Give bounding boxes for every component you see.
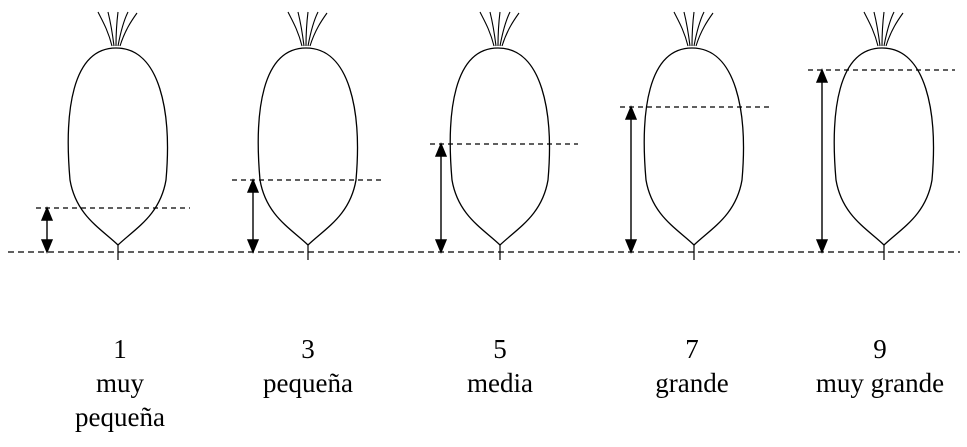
root-outline-icon: [643, 47, 745, 246]
double-arrow-icon: [434, 142, 448, 254]
description-label: grande: [655, 368, 729, 398]
double-arrow-icon: [40, 206, 54, 254]
description-label: pequeña: [263, 368, 353, 398]
root-3: [232, 11, 382, 260]
root-7: [620, 11, 772, 260]
label-root-1: 1 muy pequeña: [60, 332, 180, 434]
double-arrow-icon: [246, 178, 260, 254]
double-arrow-icon: [815, 68, 829, 254]
root-outline-icon: [833, 47, 935, 246]
description-label: muy grande: [815, 368, 945, 398]
leaf-tuft-icon: [673, 11, 714, 47]
label-root-9: 9 muy grande: [800, 332, 960, 400]
score-label: 5: [493, 334, 507, 364]
label-root-5: 5 media: [440, 332, 560, 400]
leaf-tuft-icon: [97, 11, 138, 47]
root-outline-icon: [449, 47, 551, 246]
double-arrow-icon: [624, 105, 638, 254]
root-1: [36, 11, 190, 260]
leaf-tuft-icon: [863, 11, 904, 47]
root-outline-icon: [67, 47, 169, 246]
label-root-3: 3 pequeña: [238, 332, 378, 400]
score-label: 1: [113, 334, 127, 364]
score-label: 3: [301, 334, 315, 364]
score-label: 7: [685, 334, 699, 364]
leaf-tuft-icon: [479, 11, 520, 47]
root-5: [430, 11, 578, 260]
description-label-line-1: muy: [95, 368, 144, 398]
label-root-7: 7 grande: [632, 332, 752, 400]
leaf-tuft-icon: [287, 11, 328, 47]
description-label-line-2: pequeña: [75, 402, 165, 432]
description-label: media: [467, 368, 533, 398]
root-outline-icon: [257, 47, 359, 246]
root-9: [808, 11, 955, 260]
score-label: 9: [873, 334, 887, 364]
